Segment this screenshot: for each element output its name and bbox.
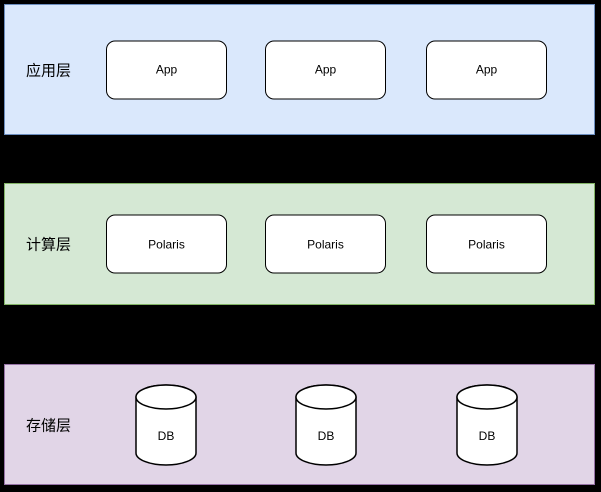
layer-label-compute: 计算层 bbox=[26, 236, 72, 254]
app-node-label: App bbox=[314, 62, 337, 77]
app-node: App bbox=[426, 40, 547, 99]
polaris-node-label: Polaris bbox=[307, 237, 344, 251]
database-cylinder-icon: DB bbox=[456, 383, 518, 466]
database-cylinder-icon: DB bbox=[135, 383, 197, 466]
db-node-label: DB bbox=[158, 429, 175, 443]
app-node-label: App bbox=[155, 62, 178, 77]
layer-band-compute: 计算层 Polaris Polaris Polaris bbox=[4, 183, 595, 305]
db-node-label: DB bbox=[479, 429, 496, 443]
layer-label-application: 应用层 bbox=[26, 62, 72, 79]
app-node: App bbox=[106, 40, 227, 99]
app-node: App bbox=[265, 40, 386, 99]
database-cylinder-icon: DB bbox=[295, 383, 357, 466]
app-node-label: App bbox=[475, 62, 498, 77]
polaris-node-label: Polaris bbox=[468, 237, 505, 251]
layer-band-application: 应用层 App App App bbox=[4, 4, 595, 135]
polaris-node: Polaris bbox=[426, 214, 547, 274]
layer-band-storage: 存储层 DB DB DB bbox=[4, 364, 595, 485]
db-node-label: DB bbox=[318, 429, 335, 443]
polaris-node: Polaris bbox=[265, 214, 386, 274]
polaris-node-label: Polaris bbox=[148, 237, 185, 251]
polaris-node: Polaris bbox=[106, 214, 227, 274]
layer-label-storage: 存储层 bbox=[26, 417, 72, 434]
